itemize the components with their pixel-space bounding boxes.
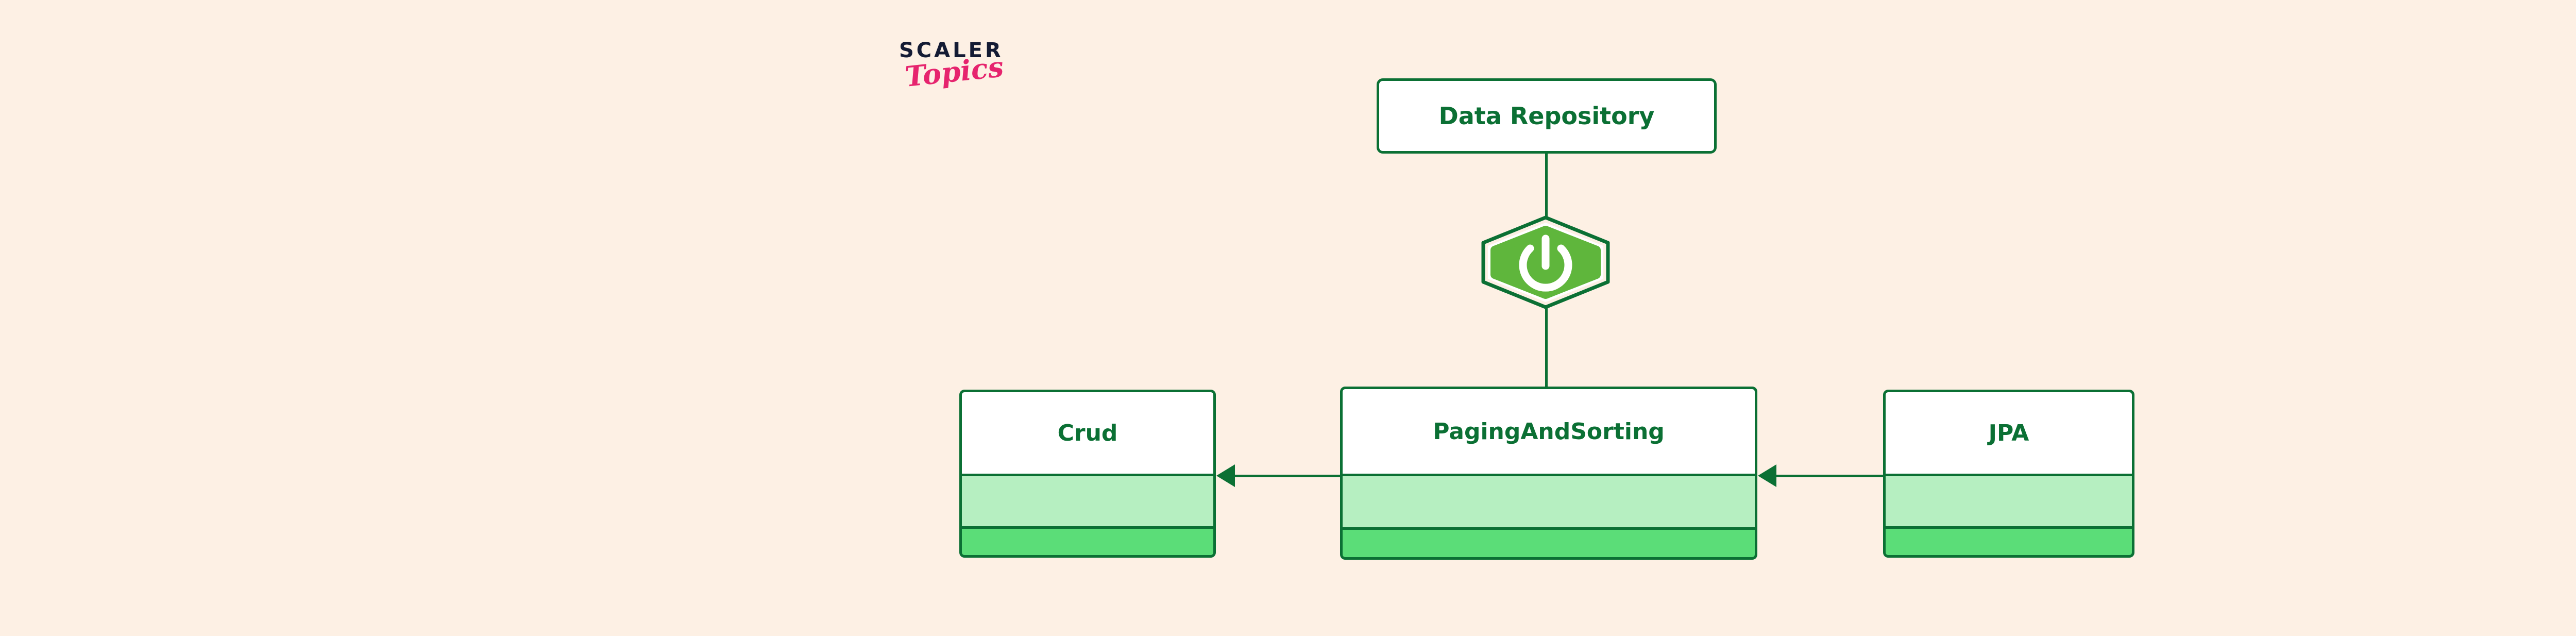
arrow-head-pagingandsorting-to-crud [1216, 464, 1235, 487]
arrow-line-jpa-to-pagingandsorting [1776, 475, 1886, 477]
arrow-line-pagingandsorting-to-crud [1235, 475, 1342, 477]
logo-script-topics: Topics [903, 50, 1005, 93]
node-jpa-methods-band [1883, 529, 2134, 558]
node-pagingandsorting-attributes-band [1340, 476, 1757, 530]
node-jpa[interactable]: JPA [1883, 390, 2134, 558]
node-pagingandsorting-title: PagingAndSorting [1340, 387, 1757, 476]
connector-root-to-springboot [1545, 153, 1548, 220]
node-crud-title: Crud [959, 390, 1216, 476]
spring-boot-hexagon-svg [1481, 215, 1610, 309]
node-crud-methods-band [959, 529, 1216, 558]
node-pagingandsorting[interactable]: PagingAndSorting [1340, 387, 1757, 560]
arrow-head-jpa-to-pagingandsorting [1758, 464, 1776, 487]
scaler-topics-logo: SCALER Topics [899, 40, 1054, 107]
logo-wordmark: SCALER [899, 39, 1004, 62]
node-pagingandsorting-methods-band [1340, 530, 1757, 560]
connector-springboot-to-pagingandsorting [1545, 305, 1548, 392]
node-jpa-title: JPA [1883, 390, 2134, 476]
spring-boot-icon[interactable] [1480, 215, 1612, 309]
node-data-repository-label: Data Repository [1438, 102, 1655, 130]
node-crud-attributes-band [959, 476, 1216, 529]
node-jpa-attributes-band [1883, 476, 2134, 529]
node-crud[interactable]: Crud [959, 390, 1216, 558]
node-data-repository[interactable]: Data Repository [1377, 78, 1717, 154]
